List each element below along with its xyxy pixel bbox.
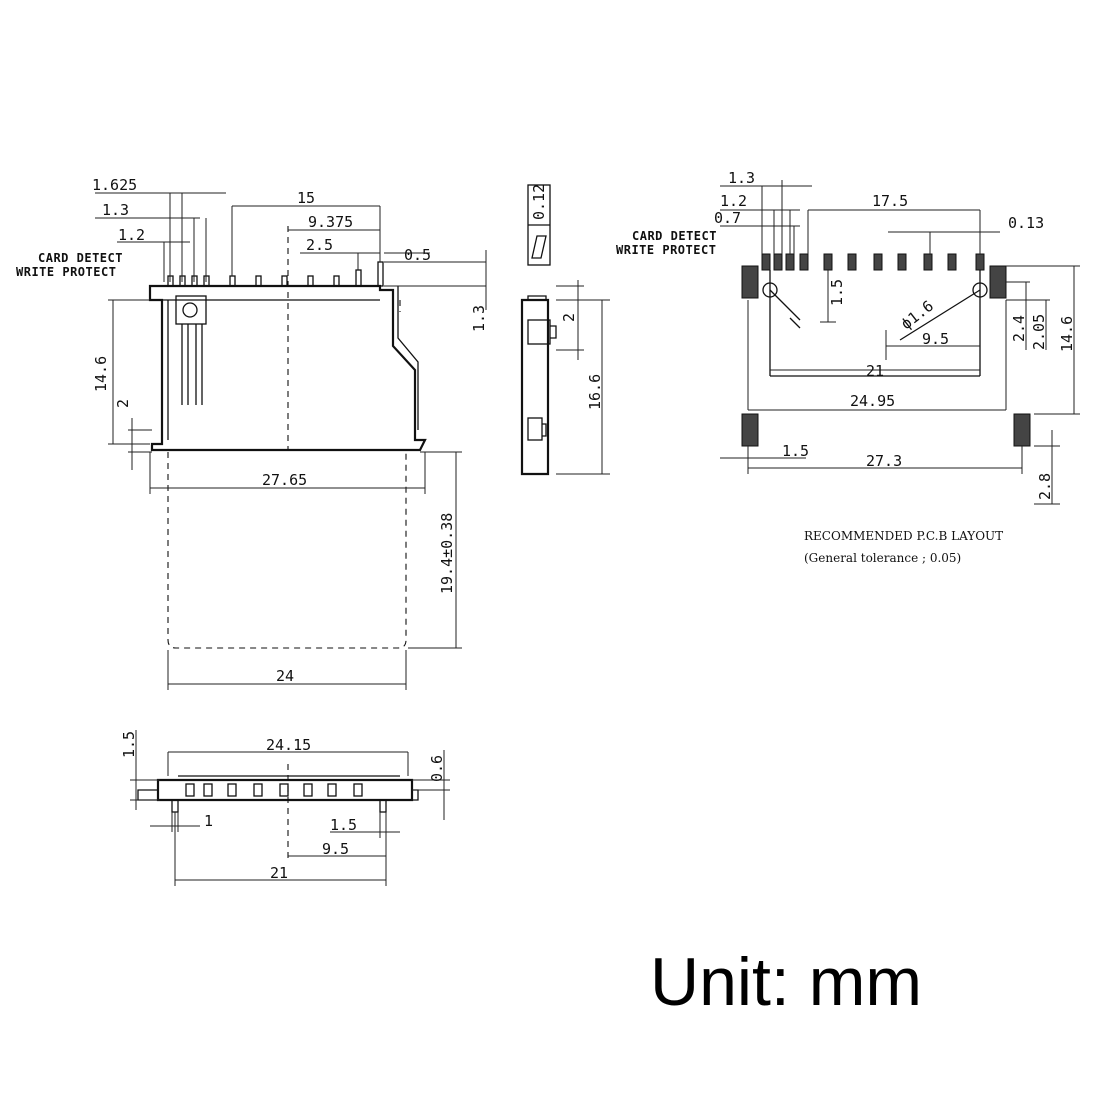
dim-14-6: 14.6 — [92, 356, 110, 392]
pcb-write-protect-label: WRITE PROTECT — [616, 243, 716, 257]
bottom-dim-0-6: 0.6 — [428, 755, 446, 782]
card-detect-label: CARD DETECT — [38, 251, 123, 265]
dim-15: 15 — [297, 189, 315, 207]
dim-0-5: 0.5 — [404, 246, 431, 264]
pcb-dim-24-95: 24.95 — [850, 392, 895, 410]
dim-2-5: 2.5 — [306, 236, 333, 254]
dim-24: 24 — [276, 667, 294, 685]
pcb-layout-title: RECOMMENDED P.C.B LAYOUT — [804, 529, 1003, 543]
pcb-dim-2-4: 2.4 — [1010, 315, 1028, 342]
bottom-dim-1-5-vertical: 1.5 — [120, 731, 138, 758]
pcb-dim-1-5-vertical: 1.5 — [828, 279, 846, 306]
detect-switch — [175, 295, 207, 405]
front-view: 1.625 1.3 1.2 CARD DETECT WRITE PROTECT … — [16, 176, 488, 690]
pcb-layout-tolerance: (General tolerance ; 0.05) — [804, 551, 961, 565]
bottom-dim-9-5: 9.5 — [322, 840, 349, 858]
dim-1-2: 1.2 — [118, 226, 145, 244]
side-dim-16-6: 16.6 — [586, 374, 604, 410]
bottom-dim-24-15: 24.15 — [266, 736, 311, 754]
pcb-dim-1-3: 1.3 — [728, 169, 755, 187]
pcb-dim-1-5: 1.5 — [782, 442, 809, 460]
pcb-dim-2-05: 2.05 — [1030, 314, 1048, 350]
dim-9375: 9.375 — [308, 213, 353, 231]
pcb-dim-0-13: 0.13 — [1008, 214, 1044, 232]
pcb-dim-9-5: 9.5 — [922, 330, 949, 348]
pcb-dim-17-5: 17.5 — [872, 192, 908, 210]
pcb-card-detect-label: CARD DETECT — [632, 229, 717, 243]
pcb-dim-2-8: 2.8 — [1036, 473, 1054, 500]
write-protect-label: WRITE PROTECT — [16, 265, 116, 279]
pcb-dim-1-2: 1.2 — [720, 192, 747, 210]
pcb-dim-14-6: 14.6 — [1058, 316, 1076, 352]
bottom-dim-21: 21 — [270, 864, 288, 882]
contact-pins — [167, 261, 384, 287]
dim-1625: 1.625 — [92, 176, 137, 194]
dim-27-65: 27.65 — [262, 471, 307, 489]
unit-label: Unit: mm — [650, 944, 922, 1020]
pcb-dim-21: 21 — [866, 362, 884, 380]
flatness-icon — [531, 235, 547, 259]
side-view: 0.12 2 16.6 — [520, 184, 610, 476]
dim-1-3: 1.3 — [102, 201, 129, 219]
side-dim-2: 2 — [560, 313, 578, 322]
dim-1-3-vertical: 1.3 — [470, 305, 488, 332]
dim-19-4: 19.4±0.38 — [438, 513, 456, 594]
contact-pads — [761, 253, 985, 271]
bottom-pins — [171, 783, 387, 813]
bottom-view: 1.5 24.15 0.6 1 1.5 9.5 21 — [120, 730, 450, 886]
dim-2: 2 — [114, 399, 132, 408]
pcb-layout: 1.3 1.2 0.7 CARD DETECT WRITE PROTECT 17… — [616, 169, 1080, 565]
bottom-dim-1: 1 — [204, 812, 213, 830]
pcb-dim-27-3: 27.3 — [866, 452, 902, 470]
pcb-dim-phi-1-6: ϕ1.6 — [897, 297, 937, 333]
flatness-value: 0.12 — [530, 184, 548, 220]
bottom-dim-1-5: 1.5 — [330, 816, 357, 834]
pcb-dim-0-7: 0.7 — [714, 209, 741, 227]
